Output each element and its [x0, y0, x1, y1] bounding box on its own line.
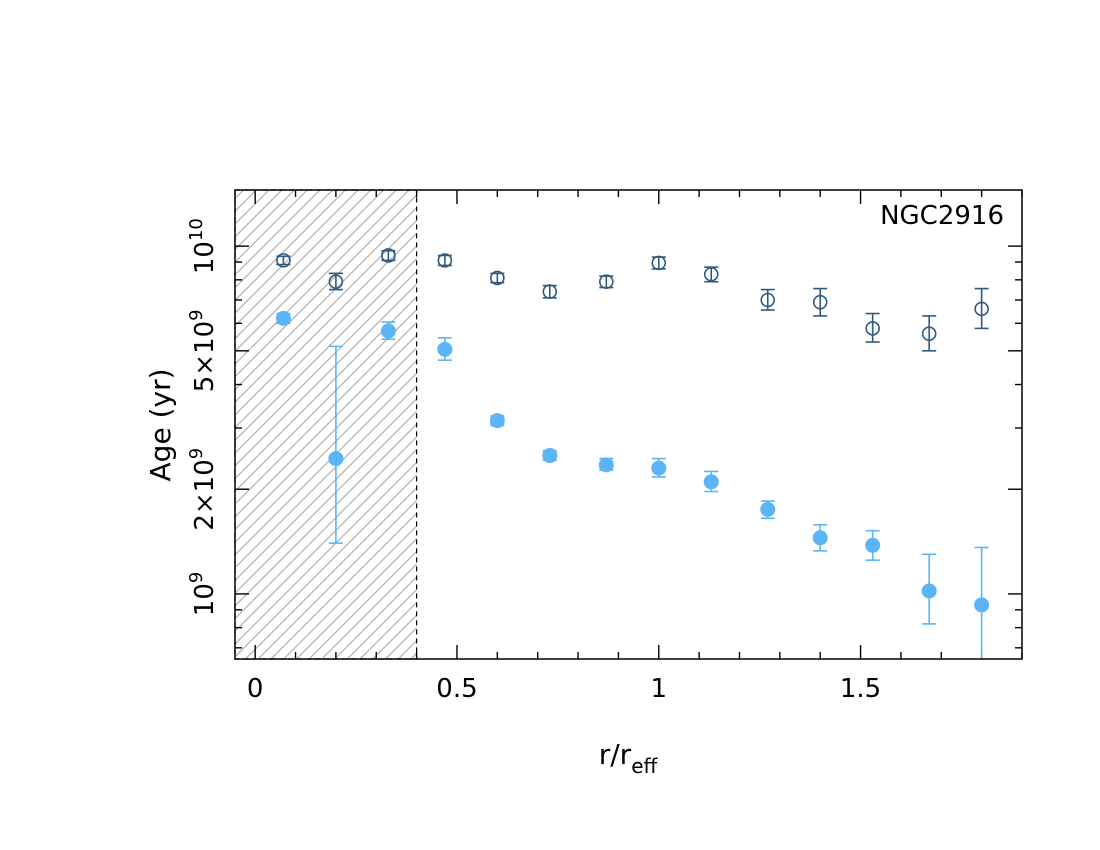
- y-tick-label: 2×109: [186, 448, 220, 531]
- data-point: [489, 413, 505, 429]
- x-tick-labels: 0 0.5 1 1.5: [247, 674, 881, 704]
- y-tick-label-base: 10: [190, 321, 220, 354]
- y-tick-label-base: 10: [190, 241, 220, 274]
- x-tick-label: 1: [650, 674, 667, 704]
- data-point: [542, 448, 558, 464]
- data-point: [651, 460, 667, 476]
- y-tick-label-exponent: 10: [186, 218, 207, 241]
- series-filled-circle: [275, 310, 990, 659]
- data-point: [974, 597, 990, 613]
- data-point: [921, 583, 937, 599]
- data-point: [974, 301, 989, 317]
- data-series: [275, 248, 990, 659]
- data-point: [812, 294, 828, 310]
- y-tick-label-exponent: 9: [186, 572, 207, 583]
- chart-title: NGC2916: [880, 201, 1004, 231]
- x-axis-label: r/reff: [599, 738, 659, 778]
- data-point: [275, 310, 291, 326]
- y-tick-label-base: 10: [190, 459, 220, 492]
- y-tick-label-mantissa: 5×: [190, 354, 220, 392]
- y-tick-label-mantissa: 2×: [190, 492, 220, 530]
- data-point: [760, 292, 776, 308]
- axis-ticks: [235, 190, 1023, 659]
- y-tick-label: 1010: [186, 218, 220, 274]
- y-tick-label: 5×109: [186, 309, 220, 392]
- data-point: [276, 253, 291, 268]
- series-open-circle: [276, 248, 989, 352]
- y-axis-label: Age (yr): [144, 369, 177, 482]
- data-point: [328, 274, 344, 290]
- data-point: [380, 323, 396, 339]
- data-point: [328, 451, 344, 467]
- x-tick-label: 1.5: [840, 674, 881, 704]
- data-point: [703, 474, 719, 490]
- y-tick-label-exponent: 9: [186, 448, 207, 459]
- data-point: [599, 274, 614, 290]
- data-point: [381, 248, 396, 263]
- data-point: [598, 457, 614, 473]
- data-point: [542, 284, 558, 299]
- data-point: [865, 321, 880, 336]
- data-point: [760, 501, 776, 517]
- data-point: [703, 266, 719, 282]
- x-tick-label: 0: [247, 674, 264, 704]
- data-point: [437, 341, 453, 357]
- data-point: [490, 270, 505, 286]
- data-point: [651, 255, 667, 271]
- y-tick-label: 109: [186, 572, 220, 617]
- plot-frame: [234, 189, 1023, 660]
- shaded-inner-region: [234, 189, 418, 660]
- data-point: [437, 253, 453, 268]
- y-tick-label-base: 10: [190, 583, 220, 616]
- y-tick-label-exponent: 9: [186, 309, 207, 320]
- x-axis-label-subscript: eff: [631, 754, 658, 778]
- data-point: [812, 530, 828, 546]
- x-axis-label-main: r/r: [599, 738, 632, 771]
- data-point: [865, 537, 881, 553]
- x-tick-label: 0.5: [436, 674, 477, 704]
- data-point: [921, 326, 937, 342]
